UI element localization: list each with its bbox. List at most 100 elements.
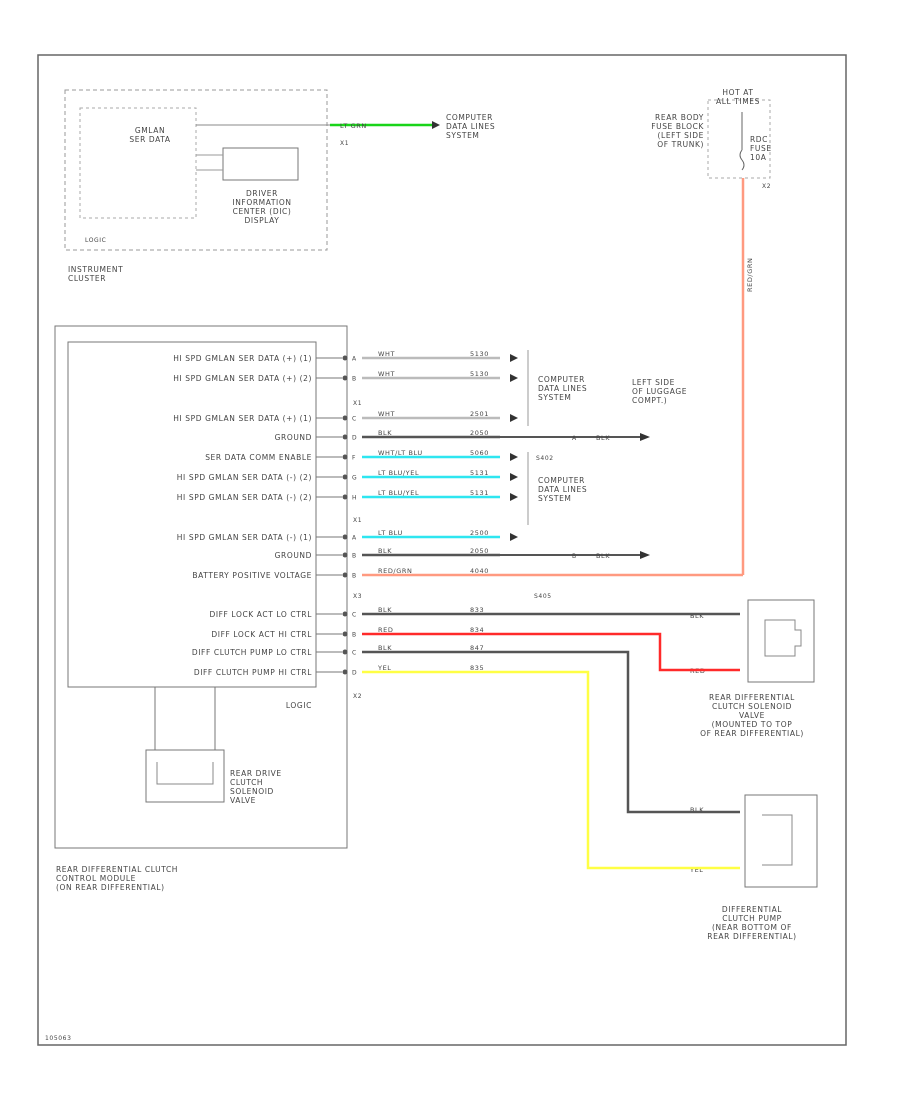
pin-wire-color: LT BLU/YEL <box>378 489 419 497</box>
pin-wire-color: BLK <box>378 644 392 652</box>
pin-wire-color: WHT/LT BLU <box>378 449 423 457</box>
pump-wire-top-color: BLK <box>690 806 704 814</box>
ground-2-conn: B <box>572 553 577 560</box>
pin-function-label: GROUND <box>275 433 312 442</box>
pin-terminal <box>342 454 348 460</box>
pin-arrow <box>510 354 518 362</box>
pin-circuit-number: 835 <box>470 664 484 672</box>
pin-letter: B <box>352 553 357 560</box>
ground-wire-2-color: BLK <box>596 552 610 560</box>
pin-function-label: HI SPD GMLAN SER DATA (-) (1) <box>177 533 312 542</box>
pin-arrow <box>510 473 518 481</box>
ic-wire-color: LT GRN <box>340 122 367 130</box>
ground-symbol-1 <box>640 433 650 441</box>
pin-letter: A <box>352 356 357 363</box>
connector-x2: X2 <box>353 693 362 700</box>
solenoid-box <box>145 749 225 803</box>
pin-circuit-number: 833 <box>470 606 484 614</box>
pin-function-label: HI SPD GMLAN SER DATA (-) (2) <box>177 473 312 482</box>
ground-symbol-2 <box>640 551 650 559</box>
pin-circuit-number: 847 <box>470 644 484 652</box>
ground-wire-1-color: BLK <box>596 434 610 442</box>
pin-letter: C <box>352 612 357 619</box>
module-outline <box>54 325 348 849</box>
pin-terminal <box>342 474 348 480</box>
pin-terminal <box>342 611 348 617</box>
fuse-block-outline <box>707 99 771 179</box>
ic-connector-pin: X1 <box>340 140 349 147</box>
pin-letter: D <box>352 670 357 677</box>
solenoid-coil <box>156 762 214 785</box>
pin-terminal <box>342 649 348 655</box>
pin-function-label: GROUND <box>275 551 312 560</box>
solenoid-wire-top-color: BLK <box>690 612 704 620</box>
clutch-pump-symbol <box>762 814 793 866</box>
ground-1-conn: A <box>572 435 577 442</box>
pin-circuit-number: 5131 <box>470 469 489 477</box>
pin-letter: A <box>352 535 357 542</box>
pin-wire-color: BLK <box>378 429 392 437</box>
module-logic-label: LOGIC <box>286 701 312 710</box>
connector-s402: S402 <box>536 455 554 462</box>
pin-function-label: SER DATA COMM ENABLE <box>205 453 312 462</box>
connector-x1: X1 <box>353 400 362 407</box>
pin-wire-color: WHT <box>378 370 395 378</box>
connector-s405: S405 <box>534 593 552 600</box>
ic-wire-arrow <box>432 121 440 129</box>
pin-circuit-number: 5060 <box>470 449 489 457</box>
diagram-border <box>37 54 847 1046</box>
clutch-pump-box <box>744 794 818 888</box>
pin-terminal <box>342 355 348 361</box>
pin-letter: G <box>352 475 357 482</box>
pin-terminal <box>342 494 348 500</box>
battery-feed-wire-color: RED/GRN <box>746 258 754 292</box>
connector-x3: X3 <box>353 593 362 600</box>
pin-arrow <box>510 374 518 382</box>
wire-pump-hi <box>500 670 740 870</box>
pin-terminal <box>342 669 348 675</box>
pin-circuit-number: 2050 <box>470 547 489 555</box>
pin-terminal <box>342 375 348 381</box>
connector-x1-b: X1 <box>353 517 362 524</box>
pin-wire-color: LT BLU <box>378 529 403 537</box>
figure-number: 105063 <box>45 1035 72 1042</box>
pin-wire-color: BLK <box>378 606 392 614</box>
pin-wire-color: LT BLU/YEL <box>378 469 419 477</box>
pin-terminal <box>342 572 348 578</box>
module-logic-box <box>67 341 317 688</box>
pin-terminal <box>342 534 348 540</box>
wire-diff-lock-hi <box>500 632 740 672</box>
pin-terminal <box>342 434 348 440</box>
pin-circuit-number: 2501 <box>470 410 489 418</box>
pump-wire-bottom-color: YEL <box>689 866 704 874</box>
pin-circuit-number: 5130 <box>470 370 489 378</box>
pin-letter: B <box>352 573 357 580</box>
pin-arrow <box>510 493 518 501</box>
pin-letter: D <box>352 435 357 442</box>
solenoid-valve-box <box>747 599 815 683</box>
pin-letter: B <box>352 376 357 383</box>
pin-letter: C <box>352 650 357 657</box>
fuse-element <box>739 149 745 171</box>
pin-function-label: DIFF LOCK ACT LO CTRL <box>209 610 312 619</box>
solenoid-valve-symbol <box>764 619 802 657</box>
pin-circuit-number: 2500 <box>470 529 489 537</box>
